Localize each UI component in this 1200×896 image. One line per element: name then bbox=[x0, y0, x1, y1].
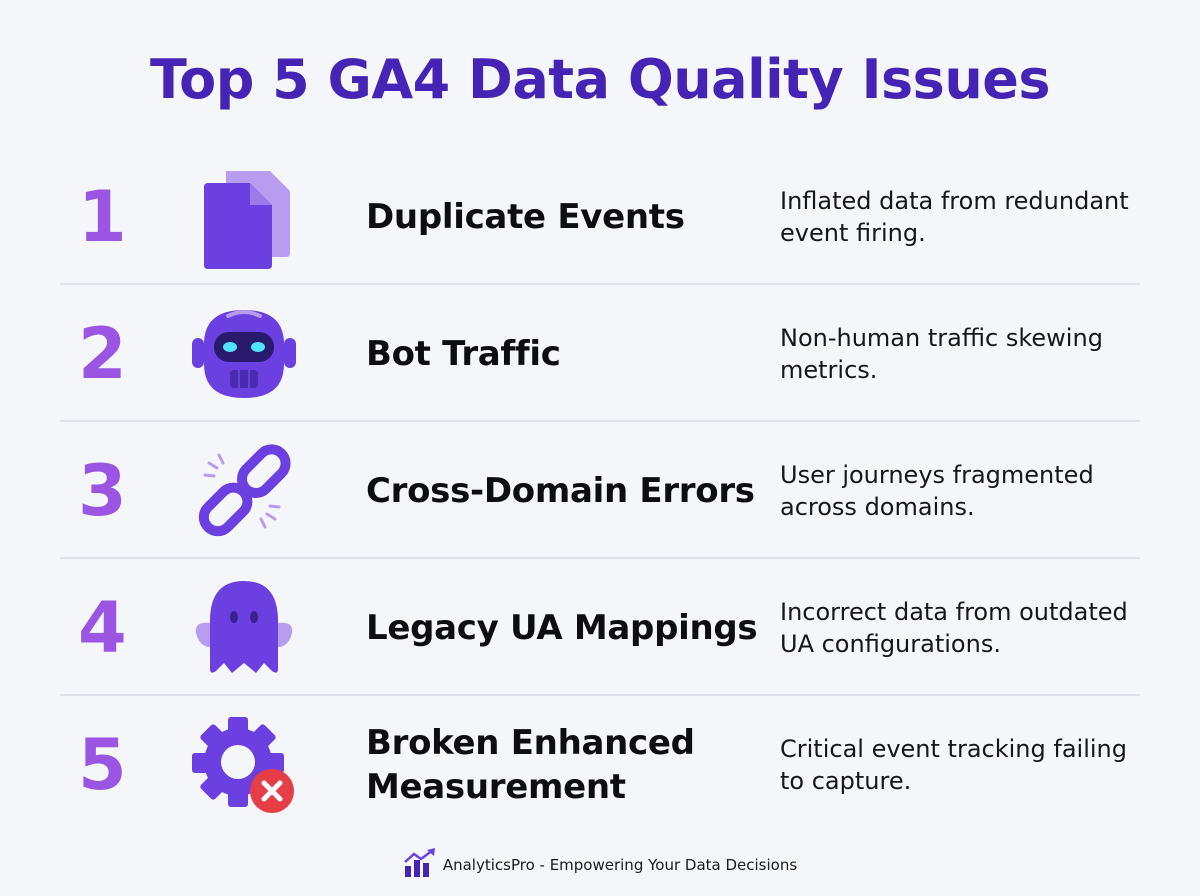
chart-logo-icon bbox=[403, 848, 437, 882]
broken-link-icon bbox=[184, 432, 304, 549]
issue-row: 3 Cross-Domain Errors User journeys frag… bbox=[60, 422, 1140, 559]
issue-name: Cross-Domain Errors bbox=[366, 470, 755, 511]
ghost-icon bbox=[184, 569, 304, 686]
issue-description: Non-human traffic skewing metrics. bbox=[780, 323, 1103, 384]
issue-number: 1 bbox=[78, 175, 127, 258]
issue-description: Inflated data from redundant event firin… bbox=[780, 186, 1129, 247]
issue-number: 5 bbox=[78, 723, 127, 806]
footer: AnalyticsPro - Empowering Your Data Deci… bbox=[0, 848, 1200, 882]
issue-description: Critical event tracking failing to captu… bbox=[780, 734, 1127, 795]
page-title: Top 5 GA4 Data Quality Issues bbox=[149, 48, 1051, 111]
issue-number: 3 bbox=[78, 449, 127, 532]
issue-number: 4 bbox=[78, 586, 127, 669]
footer-text: AnalyticsPro - Empowering Your Data Deci… bbox=[442, 856, 798, 874]
issue-number: 2 bbox=[78, 312, 127, 395]
issue-description: Incorrect data from outdated UA configur… bbox=[780, 597, 1128, 658]
documents-icon bbox=[184, 158, 304, 275]
issue-description: User journeys fragmented across domains. bbox=[780, 460, 1094, 521]
issue-row: 2 Bot Traffic Non-human traffic skewing … bbox=[60, 285, 1140, 422]
gear-error-icon bbox=[184, 706, 304, 823]
issue-name: Legacy UA Mappings bbox=[366, 607, 758, 648]
issue-row: 4 Legacy UA Mappings Incorrect data from… bbox=[60, 559, 1140, 696]
issue-name: Broken Enhanced Measurement bbox=[366, 722, 695, 807]
issue-row: 5 bbox=[60, 696, 1140, 833]
robot-icon bbox=[184, 295, 304, 412]
issue-name: Duplicate Events bbox=[366, 196, 685, 237]
issue-row: 1 Duplicate Events Inflated data from re… bbox=[60, 148, 1140, 285]
issues-list: 1 Duplicate Events Inflated data from re… bbox=[60, 148, 1140, 833]
issue-name: Bot Traffic bbox=[366, 333, 561, 374]
